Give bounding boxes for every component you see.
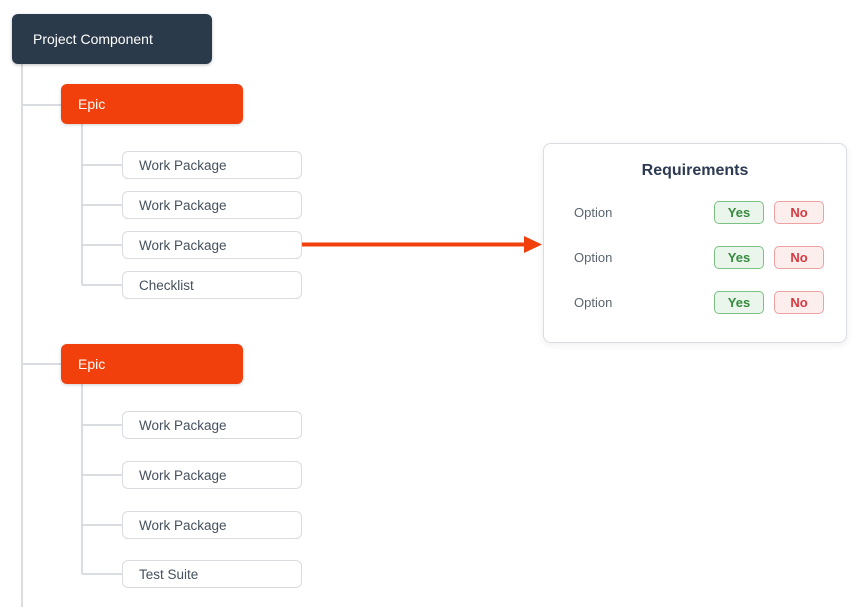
node-work-package-4[interactable]: Work Package <box>122 411 302 439</box>
node-label: Project Component <box>33 31 153 47</box>
option-label: Option <box>574 205 613 220</box>
node-work-package-1[interactable]: Work Package <box>122 151 302 179</box>
option-label: Option <box>574 250 613 265</box>
requirements-title: Requirements <box>641 162 749 179</box>
requirement-row: Option Yes No <box>574 201 824 224</box>
requirement-row: Option Yes No <box>574 291 824 314</box>
node-label: Checklist <box>139 277 194 293</box>
node-checklist[interactable]: Checklist <box>122 271 302 299</box>
node-work-package-6[interactable]: Work Package <box>122 511 302 539</box>
option-label: Option <box>574 295 613 310</box>
node-epic-1[interactable]: Epic <box>61 84 243 124</box>
requirements-panel: Requirements Option Yes No Option Yes No… <box>543 143 847 343</box>
node-label: Work Package <box>139 417 227 433</box>
epic2-child-branches <box>82 424 122 575</box>
no-button[interactable]: No <box>774 201 824 224</box>
node-label: Work Package <box>139 517 227 533</box>
node-label: Work Package <box>139 467 227 483</box>
node-test-suite[interactable]: Test Suite <box>122 560 302 588</box>
node-label: Epic <box>78 356 106 372</box>
no-button[interactable]: No <box>774 291 824 314</box>
node-work-package-5[interactable]: Work Package <box>122 461 302 489</box>
node-label: Test Suite <box>139 566 199 582</box>
yes-button[interactable]: Yes <box>714 201 764 224</box>
yes-button[interactable]: Yes <box>714 291 764 314</box>
node-label: Work Package <box>139 157 227 173</box>
node-work-package-2[interactable]: Work Package <box>122 191 302 219</box>
arrow-connector <box>302 236 542 253</box>
arrowhead-icon <box>524 236 542 253</box>
node-epic-2[interactable]: Epic <box>61 344 243 384</box>
no-button[interactable]: No <box>774 246 824 269</box>
node-label: Work Package <box>139 197 227 213</box>
node-project-component[interactable]: Project Component <box>12 14 212 64</box>
node-work-package-3[interactable]: Work Package <box>122 231 302 259</box>
node-label: Epic <box>78 96 106 112</box>
requirement-row: Option Yes No <box>574 246 824 269</box>
epic1-child-branches <box>82 164 122 286</box>
yes-button[interactable]: Yes <box>714 246 764 269</box>
node-label: Work Package <box>139 237 227 253</box>
